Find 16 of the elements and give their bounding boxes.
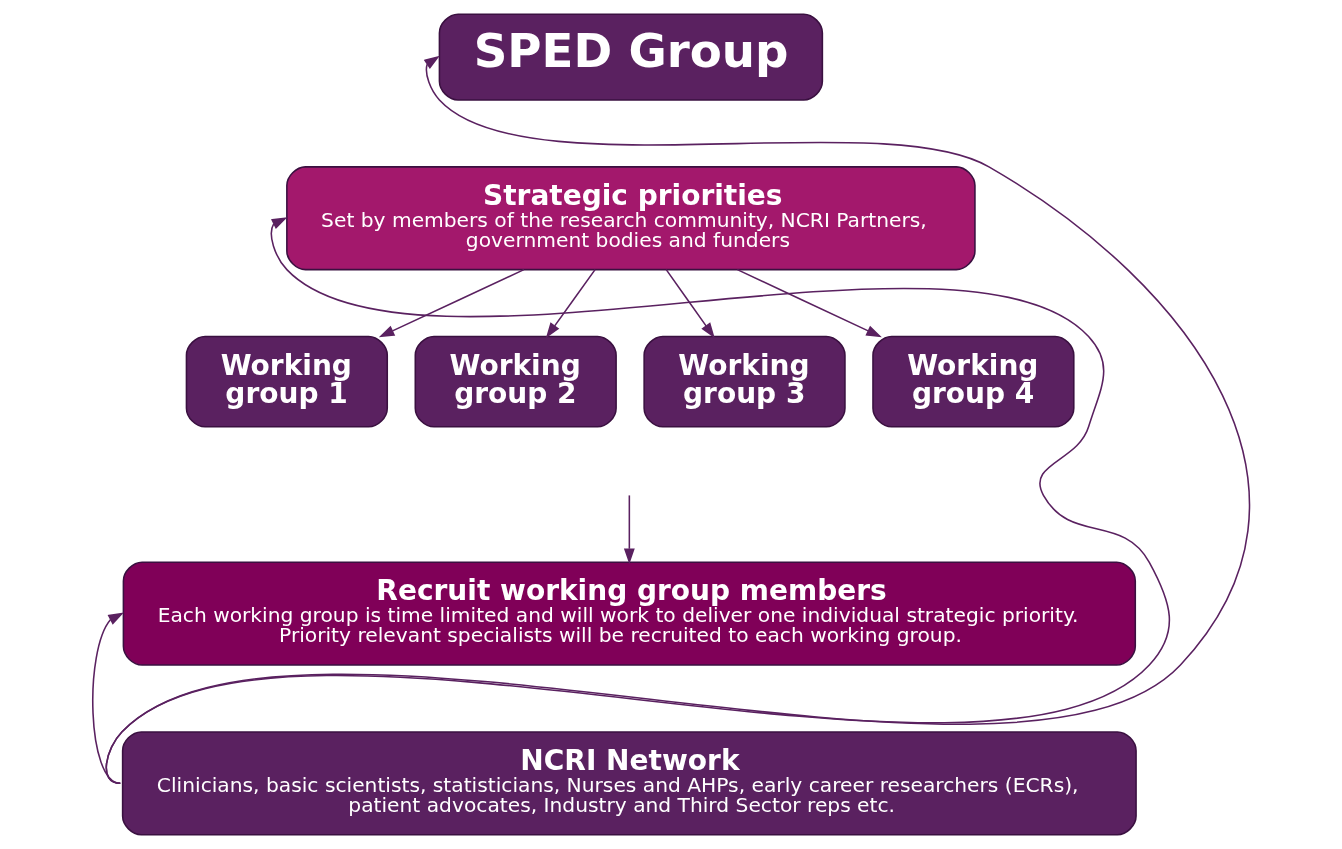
node-box: Working group 3 <box>643 335 846 428</box>
arrow <box>105 217 1171 785</box>
arrow <box>92 612 124 785</box>
arrow <box>105 55 1250 785</box>
arrow <box>378 268 525 338</box>
node-box: Strategic priorities Set by members of the research community, NCRI Partners, government bodies and funders <box>286 166 976 271</box>
node-box: Working group 2 <box>414 335 617 428</box>
node-box: Working group 4 <box>872 335 1075 428</box>
node-box: Recruit working group members Each working group is time limited and will work to deliver one individual strategic priority. Priority relevant specialists will be recruited to each working group. <box>122 561 1137 666</box>
arrow <box>736 268 882 338</box>
node-box: NCRI Network Clinicians, basic scientists, statisticians, Nurses and AHPs, early career researchers (ECRs), patient advocates, Industry and Third Sector reps etc. <box>121 731 1137 836</box>
node-box: Working group 1 <box>185 335 389 428</box>
node-box: SPED Group <box>438 13 824 101</box>
arrow <box>665 268 715 339</box>
arrow <box>545 268 596 339</box>
arrow <box>623 494 635 565</box>
